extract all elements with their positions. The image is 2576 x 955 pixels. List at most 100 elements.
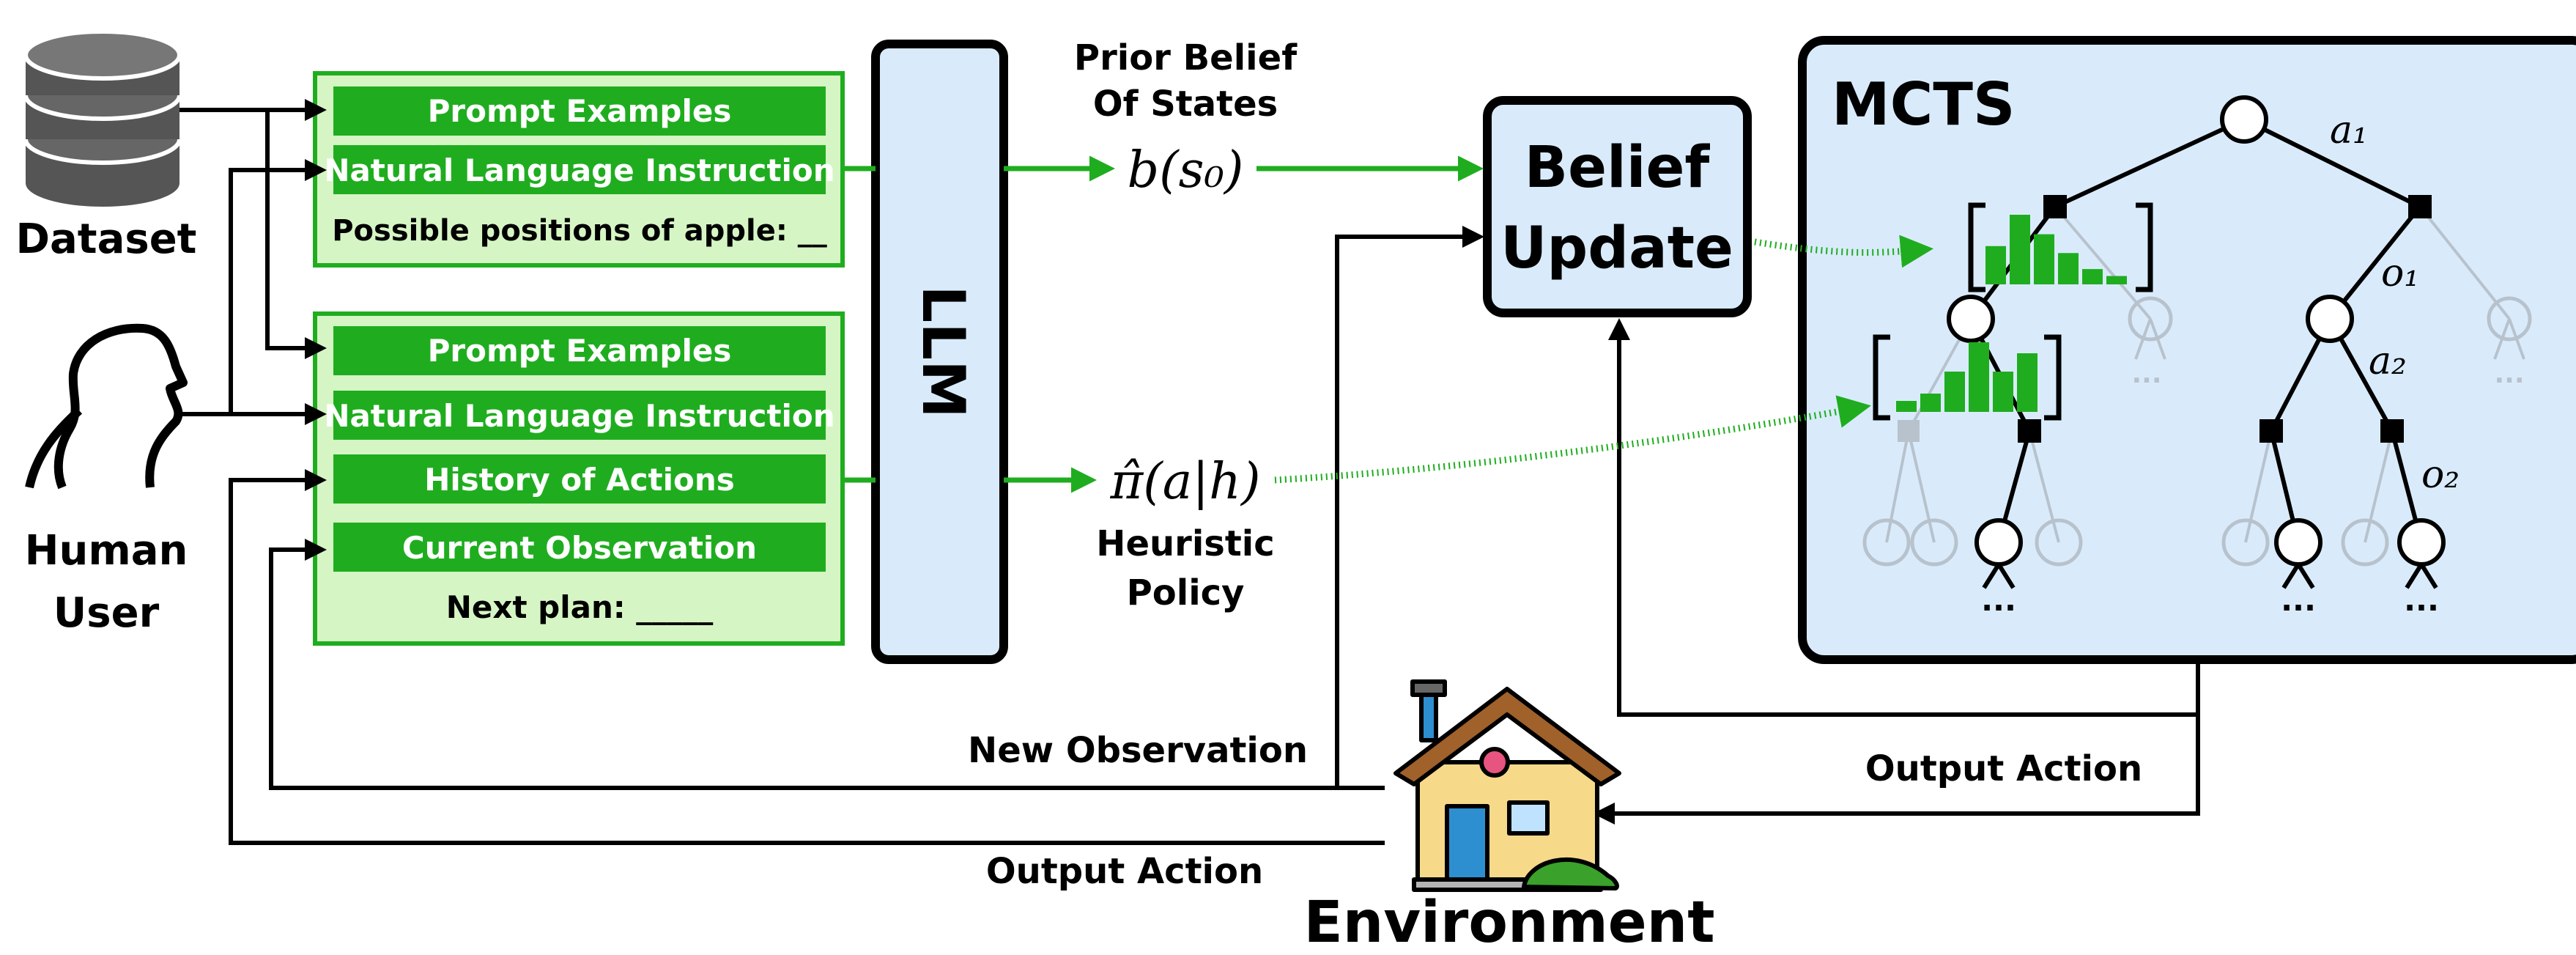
ellipsis-1: ... xyxy=(1981,582,2016,618)
histogram-bar xyxy=(1944,372,1965,412)
tree-edge xyxy=(2419,563,2438,589)
tree-leaf-node xyxy=(1974,518,2023,567)
green-arrows xyxy=(843,155,1933,493)
label-o1: o₁ xyxy=(2381,251,2419,295)
prompt-box-top: Prompt Examples Natural Language Instruc… xyxy=(313,71,845,268)
belief-update-line2: Update xyxy=(1500,215,1733,281)
prompt-query-top: Possible positions of apple: __ xyxy=(332,214,827,248)
belief-update-box: Belief Update xyxy=(1483,96,1752,317)
instruction-bottom xyxy=(333,391,826,440)
tree-leaf-node xyxy=(2397,518,2446,567)
tree-edge xyxy=(2054,205,2152,320)
tree-edge xyxy=(2028,430,2060,543)
histogram-bar xyxy=(2058,253,2079,284)
mcts-panel: MCTS xyxy=(1798,36,2576,664)
tree-nodes xyxy=(1862,95,2532,567)
tree-edge xyxy=(2244,430,2273,543)
histogram-bar xyxy=(1993,372,2013,412)
tree-edge xyxy=(1885,430,1910,543)
label-a2: a₂ xyxy=(2369,339,2407,383)
svg-text:Prompt Examples: Prompt Examples xyxy=(428,333,732,369)
ellipsis-2: ... xyxy=(2281,582,2316,618)
human-user-label-line1: Human xyxy=(25,527,188,575)
tree-edge xyxy=(1996,563,2016,589)
tree-observation-node xyxy=(1947,295,1995,343)
prompt-examples-bottom xyxy=(333,326,826,375)
current-observation xyxy=(333,523,826,572)
tree-root-node xyxy=(2220,95,2268,144)
tree-edge xyxy=(1907,430,1936,543)
llm-label: LLM xyxy=(909,285,977,418)
belief-formula: b(s₀) xyxy=(1128,141,1244,199)
histogram-bar xyxy=(1985,246,2006,284)
tree-edge xyxy=(2243,117,2421,209)
tree-observation-node xyxy=(2306,295,2354,343)
tree-action-node xyxy=(2018,419,2041,443)
feedback-loops xyxy=(229,226,2200,845)
heuristic-policy-line2: Policy xyxy=(1127,572,1245,613)
tree-leaf-node-gray xyxy=(2341,518,2389,567)
tree-action-node xyxy=(2408,195,2432,218)
belief-update-line1: Belief xyxy=(1525,135,1711,201)
tree-leaf-node-gray xyxy=(1910,518,1958,567)
svg-text:Current Observation: Current Observation xyxy=(402,530,757,566)
ellipsis-gray-1: ... xyxy=(2131,359,2161,389)
mcts-title: MCTS xyxy=(1832,70,2016,139)
tree-edge xyxy=(2281,563,2301,589)
new-observation-label: New Observation xyxy=(968,730,1308,771)
tree-leaf-node-gray xyxy=(2221,518,2270,567)
tree-edge xyxy=(2418,205,2511,320)
tree-action-node xyxy=(2043,195,2067,218)
tree-edge xyxy=(2364,430,2394,543)
svg-text:Natural Language Instruction: Natural Language Instruction xyxy=(324,398,834,434)
tree-leaf-node xyxy=(2274,518,2323,567)
environment-label: Environment xyxy=(1304,890,1715,955)
tree-leaf-node-gray xyxy=(2035,518,2083,567)
history-of-actions xyxy=(333,454,826,504)
prior-belief-line2: Of States xyxy=(1093,84,1278,125)
label-a1: a₁ xyxy=(2330,108,2368,152)
policy-histogram xyxy=(1873,334,2062,421)
tree-observation-node-gray xyxy=(2128,296,2173,342)
histogram-bar xyxy=(2082,269,2103,284)
histogram-bar xyxy=(2017,353,2038,412)
tree-edge xyxy=(2405,563,2424,589)
histogram-bar xyxy=(2034,234,2054,284)
output-action-left-label: Output Action xyxy=(986,851,1263,892)
prompt-box-bottom: Prompt Examples Natural Language Instruc… xyxy=(313,311,845,646)
policy-formula: π̂(a|h) xyxy=(1110,453,1261,511)
instruction-top xyxy=(333,145,826,194)
prompt-examples-top xyxy=(333,86,826,136)
histogram-bar xyxy=(1920,394,1941,412)
svg-text:History of Actions: History of Actions xyxy=(424,462,735,498)
input-connectors xyxy=(179,99,327,425)
dataset-label: Dataset xyxy=(16,215,197,263)
histogram-bar xyxy=(1896,401,1917,412)
human-user-icon xyxy=(25,323,188,490)
house-icon xyxy=(1394,679,1621,892)
svg-text:Natural Language Instruction: Natural Language Instruction xyxy=(324,152,834,188)
tree-edge xyxy=(2054,117,2246,209)
tree-action-node xyxy=(2380,419,2404,443)
tree-observation-node-gray xyxy=(2487,296,2532,342)
ellipsis-3: ... xyxy=(2404,582,2439,618)
tree-edge xyxy=(1982,563,2001,589)
ellipsis-gray-2: ... xyxy=(2494,359,2524,389)
label-o2: o₂ xyxy=(2421,453,2460,497)
llm-box: LLM xyxy=(871,40,1008,664)
tree-edge xyxy=(2296,563,2315,589)
histogram-bar xyxy=(2106,276,2127,284)
belief-histogram xyxy=(1968,202,2153,292)
prior-belief-line1: Prior Belief xyxy=(1074,37,1298,78)
heuristic-policy-line1: Heuristic xyxy=(1096,523,1274,564)
dataset-icon xyxy=(23,29,182,207)
tree-leaf-node-gray xyxy=(1862,518,1911,567)
histogram-bar xyxy=(2010,215,2030,284)
tree-action-node xyxy=(2259,419,2283,443)
prompt-query-bottom: Next plan: _____ xyxy=(446,589,714,625)
histogram-bar xyxy=(1969,342,1989,412)
tree-action-node-gray xyxy=(1898,420,1920,442)
output-action-right-label: Output Action xyxy=(1865,748,2142,789)
svg-text:Prompt Examples: Prompt Examples xyxy=(428,93,732,129)
